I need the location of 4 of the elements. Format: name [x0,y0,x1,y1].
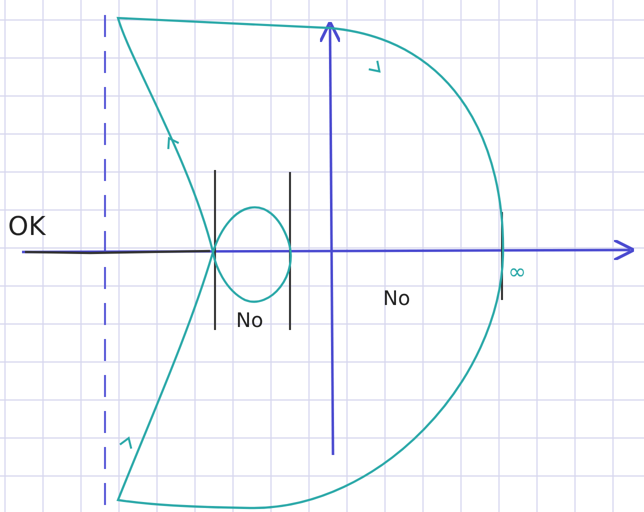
region-label: No [383,288,410,308]
region-label: No [236,310,264,330]
axis-label: OK [8,214,46,240]
infinity-label: ∞ [508,262,526,284]
